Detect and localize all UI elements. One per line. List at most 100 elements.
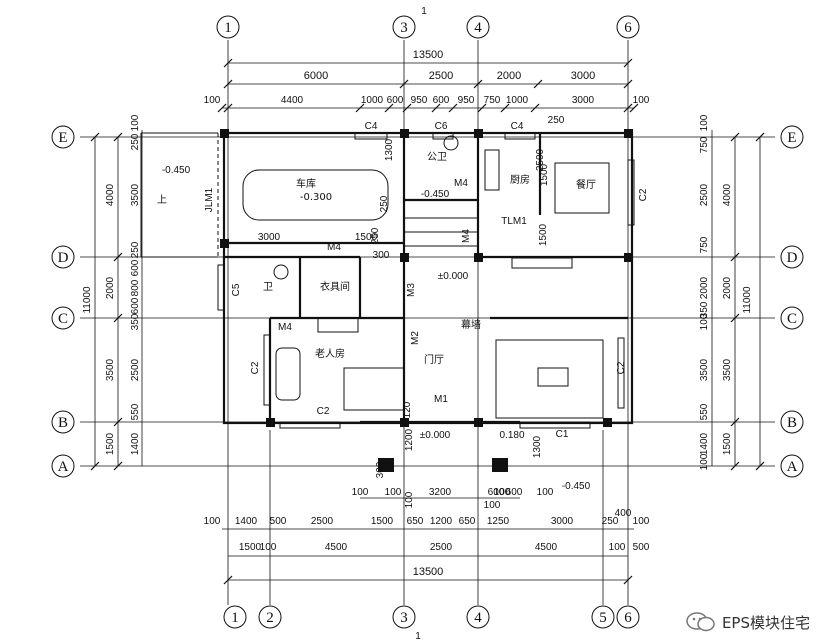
misc-label-12: 100 [404,491,415,508]
dim-top-row3-2: 1000 [361,95,384,106]
axis-bottom-0-bubble [223,605,247,629]
furniture [140,132,635,429]
door-3: M4 [454,178,468,189]
dim-left-inner-4: 600 [130,259,141,276]
window-4: C2 [250,361,261,374]
level-5: -0.450 [562,481,591,492]
misc-label-3: 1500 [538,223,549,246]
dim-bottom-row1-10: 250 [602,516,619,527]
level-0: -0.450 [162,165,191,176]
dim-bottom-row1-6: 1200 [430,516,453,527]
axis-left-2-bubble [51,306,75,330]
dim-right-inner-3: 750 [699,236,710,253]
window-2: C4 [511,121,524,132]
dim-bottom-row2-2: 4500 [325,542,348,553]
dim-bottom-row2-0: 1500 [239,542,262,553]
axis-left-4-bubble [51,454,75,478]
dim-bottom-step-6: 100 [537,487,554,498]
room-label-stair_up: 上 [157,194,167,206]
window-0: C4 [365,121,378,132]
axis-right-1: D [787,250,798,266]
dim-top-row3-8: 1000 [506,95,529,106]
window-5: C2 [317,406,330,417]
dim-left-outer-1: 2000 [105,276,116,299]
dim-top-row2-0: 6000 [304,70,328,82]
dim-top-row3-10: 100 [633,95,650,106]
dim-bottom-row1-1: 1400 [235,516,258,527]
dim-right-inner-5: 100 [699,313,710,330]
room-label-dining: 餐厅 [576,178,596,191]
dim-bottom-row1-9: 3000 [551,516,574,527]
level-1: -0.450 [421,189,450,200]
axis-right-4: A [787,459,798,475]
misc-label-13: 100 [484,500,501,511]
dim-bottom-row1-11: 100 [633,516,650,527]
axis-right-4-bubble [780,454,804,478]
dim-left-inner-5: 800 [130,279,141,296]
window-6: C2 [616,361,627,374]
axis-left-3-bubble [51,410,75,434]
misc-label-15: 120 [402,401,413,418]
dim-top-row2-2: 2000 [497,70,521,82]
axis-left-0: E [58,130,67,146]
dim-bottom-step-0: 100 [352,487,369,498]
dim-bottom-row1-2: 500 [270,516,287,527]
axis-bottom-3-bubble [466,605,490,629]
dim-right-outer-0: 4000 [722,183,733,206]
axis-top-2-bubble [466,15,490,39]
level-4: 0.180 [499,430,524,441]
axis-top-0: 1 [224,20,232,36]
axis-right-0-bubble [780,125,804,149]
dim-bottom-row1-5: 650 [407,516,424,527]
dim-right-outer-3: 1500 [722,432,733,455]
toilet-fixture [443,135,459,151]
misc-label-7: 1500 [355,232,378,243]
watermark: EPS模块住宅 [686,611,810,633]
dim-bottom-row2-4: 4500 [535,542,558,553]
room-label-foyer: 门厅 [424,353,444,366]
axis-right-2-bubble [780,306,804,330]
dim-bottom-row2-3: 2500 [430,542,453,553]
axis-bottom-4: 5 [599,610,607,626]
misc-label-10: 300 [375,461,386,478]
room-label-screen: 幕墙 [461,318,481,331]
axis-bottom-5: 6 [624,610,632,626]
dim-top-row3-6: 950 [458,95,475,106]
axis-bottom-2: 3 [400,610,408,626]
axis-top-3: 6 [624,20,632,36]
dim-bottom-step-3: 600 [488,487,505,498]
dim-right-inner-6: 350 [699,301,710,318]
dim-bottom-row1-8: 1250 [487,516,510,527]
room-label-garage_level: -0.300 [300,192,332,203]
door-8: TLM1 [501,216,527,227]
axis-bottom-2-bubble [392,605,416,629]
dim-right-total: 11000 [742,286,753,314]
dim-top-row3-4: 950 [411,95,428,106]
dim-left-inner-1: 100 [130,114,141,131]
dim-right-outer-2: 3500 [722,358,733,381]
dim-top-row3-1: 4400 [281,95,304,106]
dim-left-outer-2: 3500 [105,358,116,381]
dim-bottom-row1-7: 650 [459,516,476,527]
dim-bottom-row2-6: 500 [633,542,650,553]
room-label-garage: 车库 [296,177,316,190]
room-label-laundry: 衣具间 [320,280,350,293]
dim-left-inner-8: 2500 [130,358,141,381]
dim-bottom-step-4: 100 [494,487,511,498]
room-label-kitchen: 厨房 [510,173,530,186]
car-symbol [242,169,389,221]
dim-right-inner-10: 100 [699,453,710,470]
dim-left-inner-10: 1400 [130,432,141,455]
dim-top-row3-0: 100 [204,95,221,106]
axis-top-0-bubble [216,15,240,39]
dim-left-total: 11000 [82,286,93,314]
dim-left-outer-3: 1500 [105,432,116,455]
axis-bottom-1-bubble [258,605,282,629]
door-2: M4 [278,322,292,333]
door-5: M3 [406,283,417,297]
axis-left-1: D [58,250,69,266]
dim-bottom-misc-0: 400 [615,508,632,519]
watermark-text: EPS模块住宅 [721,613,810,632]
axis-bottom-5-bubble [616,605,640,629]
